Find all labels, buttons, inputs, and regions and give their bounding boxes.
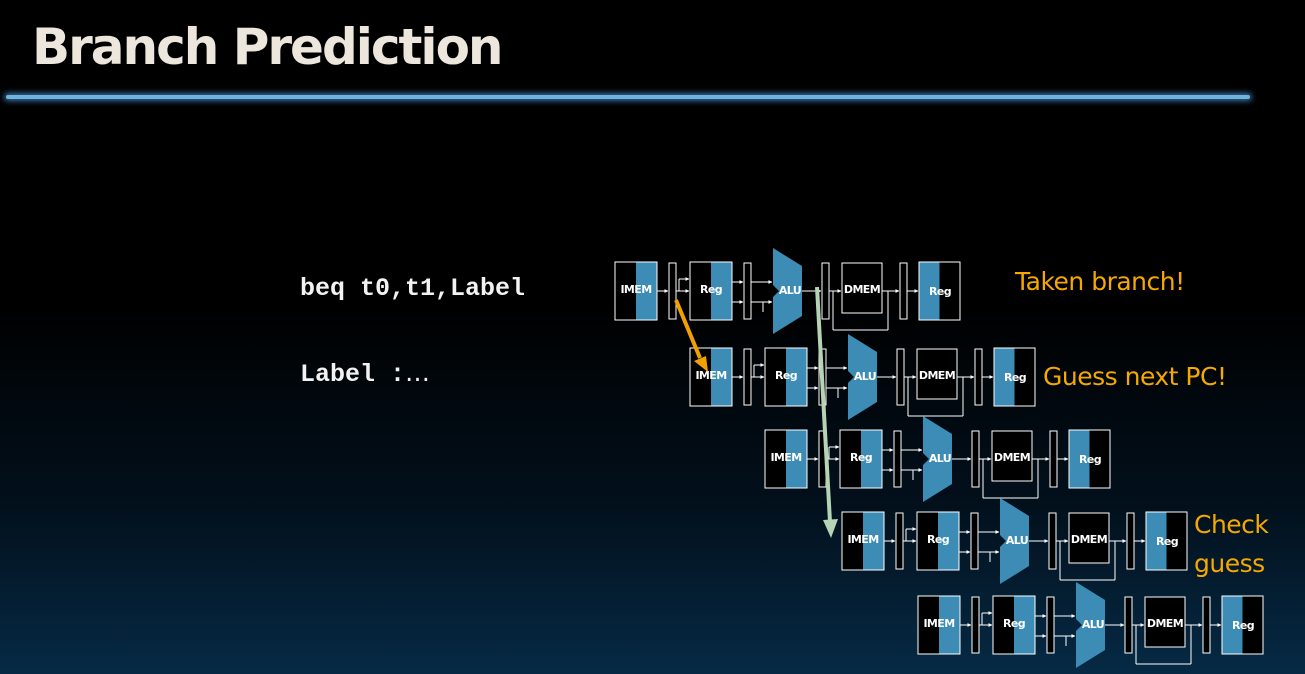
wb-reg-label: Reg [1004,371,1026,384]
imem-label: IMEM [923,617,954,630]
alu-label: ALU [929,452,951,465]
pipeline-register [821,262,830,320]
orange-arrow [674,299,708,372]
pipeline-row-3: IMEM Reg ALU DMEM Reg [764,416,1111,502]
pipeline-register [974,348,983,406]
green-arrow-shaft [815,286,832,523]
pipeline-register [971,596,980,654]
pipeline-register [970,512,979,570]
annotation-check: Check [1194,510,1269,539]
pipeline-register [896,348,905,406]
alu-label: ALU [779,284,801,297]
alu-shape [773,248,802,334]
dmem-label: DMEM [1071,533,1107,546]
pipeline-row-2: IMEM Reg ALU DMEM Reg [689,334,1036,420]
pipeline-register [1048,512,1057,570]
orange-arrow-shaft [674,299,702,359]
pipeline-row-4: IMEM Reg ALU DMEM Reg [841,498,1188,584]
wb-reg-fill [994,348,1015,406]
alu-shape [848,334,877,420]
reg-fill [786,348,807,406]
annotation-guess: guess [1194,549,1265,578]
pipeline-row-5: IMEM Reg ALU DMEM Reg [917,582,1264,668]
slide-title: Branch Prediction [32,18,504,76]
dmem-box [841,262,883,314]
wb-reg-label: Reg [1232,619,1254,632]
reg-label: Reg [850,451,872,464]
pipeline-register [1124,596,1133,654]
pipeline-register [1046,596,1055,654]
wb-reg-fill [1069,430,1090,488]
reg-label: Reg [927,533,949,546]
annotation-taken-branch: Taken branch! [1015,267,1185,296]
dmem-label: DMEM [994,451,1030,464]
pipeline-register [895,512,904,570]
dmem-box [916,348,958,400]
code-line-label: Label :… [300,358,430,389]
dmem-box [991,430,1033,482]
pipeline-register [1126,512,1135,570]
reg-label: Reg [1003,617,1025,630]
pipeline-register [668,262,677,320]
green-arrow [815,286,838,538]
reg-fill [861,430,882,488]
reg-fill [1014,596,1035,654]
dmem-box [1068,512,1110,564]
pipeline-register [1049,430,1058,488]
green-arrow-head [823,519,838,538]
imem-label: IMEM [695,369,726,382]
reg-label: Reg [775,369,797,382]
title-underline [6,95,1250,99]
imem-label: IMEM [770,451,801,464]
pipeline-register [899,262,908,320]
reg-fill [938,512,959,570]
pipeline-register [893,430,902,488]
annotation-guess-next-pc: Guess next PC! [1043,362,1227,391]
pipeline-register [1202,596,1211,654]
pipeline-register [743,262,752,320]
reg-fill [711,262,732,320]
imem-fill [786,430,807,488]
alu-shape [923,416,952,502]
wb-reg-label: Reg [1079,453,1101,466]
alu-shape [1000,498,1029,584]
dmem-label: DMEM [919,369,955,382]
alu-label: ALU [1082,618,1104,631]
imem-label: IMEM [620,283,651,296]
pipeline-register [971,430,980,488]
imem-label: IMEM [847,533,878,546]
imem-fill [939,596,960,654]
label-ellipsis: … [405,358,431,387]
alu-label: ALU [854,370,876,383]
imem-fill [636,262,657,320]
wb-reg-label: Reg [1156,535,1178,548]
wb-reg-label: Reg [929,285,951,298]
wb-reg-fill [1222,596,1243,654]
pipeline-row-1: IMEM Reg ALU DMEM Reg [614,248,961,334]
imem-fill [711,348,732,406]
label-text: Label : [300,360,406,389]
orange-arrow-head [694,356,708,372]
code-line-beq: beq t0,t1,Label [300,274,526,303]
dmem-box [1144,596,1186,648]
dmem-label: DMEM [1147,617,1183,630]
wb-reg-fill [919,262,940,320]
imem-fill [863,512,884,570]
reg-label: Reg [700,283,722,296]
pipeline-register [743,348,752,406]
wb-reg-fill [1146,512,1167,570]
alu-label: ALU [1006,534,1028,547]
alu-shape [1076,582,1105,668]
dmem-label: DMEM [844,283,880,296]
